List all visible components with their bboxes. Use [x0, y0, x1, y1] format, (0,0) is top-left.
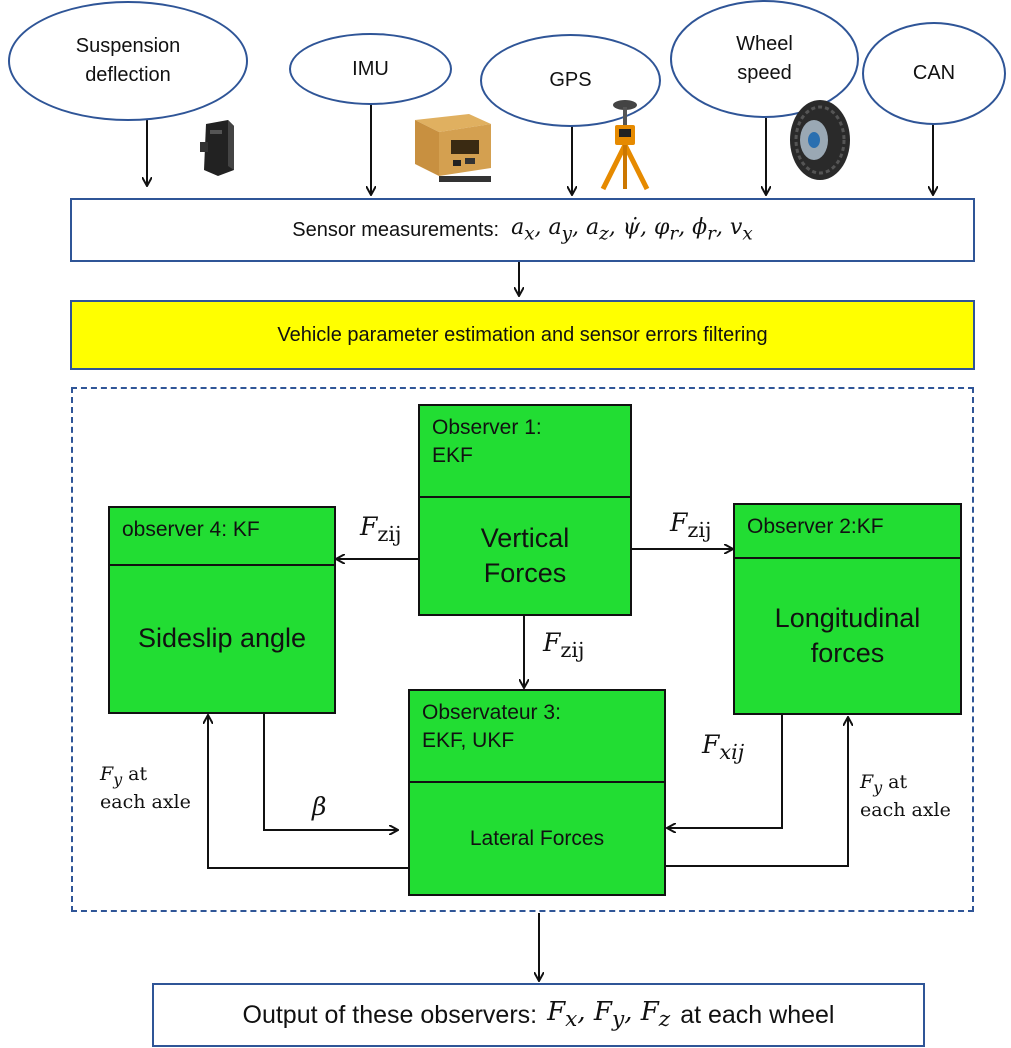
- observer-1-title-line1: Observer 1:: [432, 416, 542, 439]
- edge-label-fx: Fxij: [702, 730, 745, 764]
- imu-device-icon: [415, 114, 491, 182]
- sensor-imu: IMU: [289, 33, 452, 105]
- observer-3-body: Lateral Forces: [410, 783, 664, 894]
- observer-2-body: Longitudinal forces: [735, 559, 960, 713]
- sensor-measurements-formula: ax, ay, az, ψ̇, φr, ϕr, vx: [511, 215, 753, 245]
- observer-1-body-line2: Forces: [483, 558, 567, 588]
- sensor-measurements-label: Sensor measurements:: [292, 218, 500, 241]
- observer-3-body-text: Lateral Forces: [469, 826, 605, 850]
- output-label: Output of these observers:: [242, 1000, 538, 1029]
- sensor-label: CAN: [912, 62, 956, 84]
- edge-label-fy-right: Fy at each axle: [860, 771, 951, 822]
- observer-2-title: Observer 2:KF: [735, 505, 960, 559]
- observer-4-body: Sideslip angle: [110, 566, 334, 712]
- observer-4-title-text: observer 4: KF: [122, 518, 260, 541]
- sensor-gps: GPS: [480, 34, 661, 127]
- observer-2-box: Observer 2:KF Longitudinal forces: [733, 503, 962, 715]
- observer-4-body-text: Sideslip angle: [137, 623, 307, 654]
- arrow-fy-right: [665, 717, 848, 867]
- edge-label-fz-down: Fzij: [543, 628, 585, 662]
- sensor-measurements-bar: Sensor measurements: ax, ay, az, ψ̇, φr,…: [70, 198, 975, 262]
- arrow-beta: [263, 712, 398, 830]
- output-suffix: at each wheel: [680, 1000, 835, 1029]
- wheel-tire-icon: [790, 100, 850, 180]
- observer-1-box: Observer 1: EKF Vertical Forces: [418, 404, 632, 616]
- observers-group: [71, 387, 974, 912]
- observer-4-box: observer 4: KF Sideslip angle: [108, 506, 336, 714]
- estimation-label: Vehicle parameter estimation and sensor …: [277, 323, 768, 346]
- observer-1-title: Observer 1: EKF: [420, 406, 630, 498]
- observer-1-body-line1: Vertical: [480, 522, 570, 553]
- sensor-label: GPS: [549, 69, 592, 91]
- observer-3-box: Observateur 3: EKF, UKF Lateral Forces: [408, 689, 666, 896]
- edge-label-fy-left: Fy at each axle: [100, 763, 191, 814]
- sensor-label: Suspension deflection: [75, 35, 181, 86]
- observer-1-title-line2: EKF: [432, 444, 473, 468]
- arrow-fx: [667, 712, 783, 828]
- observer-3-title: Observateur 3: EKF, UKF: [410, 691, 664, 783]
- observer-2-title-text: Observer 2:KF: [747, 515, 884, 538]
- observer-3-title-line2: EKF, UKF: [422, 729, 515, 753]
- sensor-label: Wheel speed: [736, 33, 793, 84]
- edge-label-fz-right: Fzij: [670, 508, 712, 542]
- sensor-suspension-deflection: Suspension deflection: [8, 1, 248, 121]
- output-box: Output of these observers: Fx, Fy, Fz at…: [152, 983, 925, 1047]
- sensor-wheel-speed: Wheel speed: [670, 0, 859, 118]
- arrow-fy-left: [208, 715, 408, 869]
- observer-1-body: Vertical Forces: [420, 498, 630, 614]
- suspension-sensor-icon: [200, 120, 234, 176]
- output-formula: Fx, Fy, Fz: [547, 997, 671, 1033]
- observer-2-body-line1: Longitudinal: [774, 602, 921, 633]
- edge-label-fz-left: Fzij: [360, 512, 402, 546]
- observer-2-body-line2: forces: [810, 638, 885, 668]
- edge-label-beta: β: [312, 792, 327, 821]
- sensor-label: IMU: [352, 57, 389, 80]
- estimation-bar: Vehicle parameter estimation and sensor …: [70, 300, 975, 370]
- sensor-can: CAN: [862, 22, 1006, 125]
- gps-tripod-icon: [600, 100, 650, 191]
- observer-4-title: observer 4: KF: [110, 508, 334, 566]
- observer-3-title-line1: Observateur 3:: [422, 701, 561, 724]
